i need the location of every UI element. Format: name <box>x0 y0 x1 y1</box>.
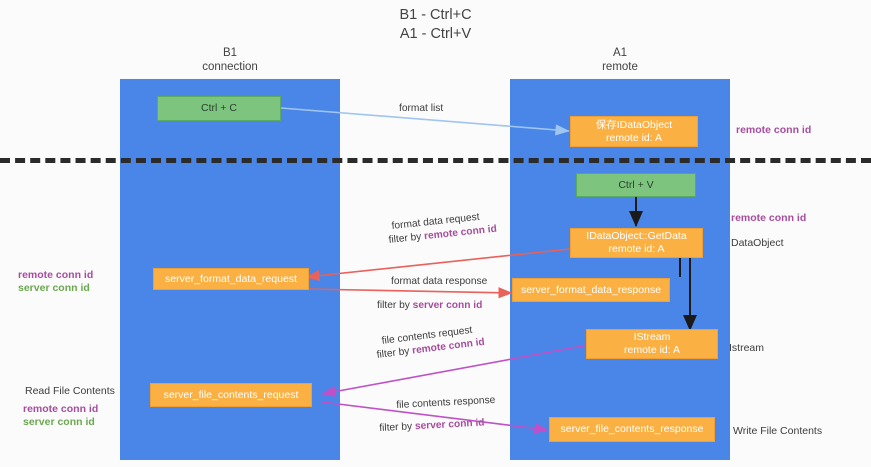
annotation-right-remote-conn-mid: remote conn id <box>731 212 807 224</box>
edge-filter-fcreq-prefix: filter by <box>376 345 413 361</box>
title-line-1: B1 - Ctrl+C <box>399 7 472 23</box>
page-title: B1 - Ctrl+C A1 - Ctrl+V <box>0 6 871 44</box>
node-getdata-line1: IDataObject::GetData <box>586 230 687 242</box>
annotation-left-remote-conn-1: remote conn id <box>18 269 94 281</box>
node-server-file-contents-response[interactable]: server_file_contents_response <box>549 417 715 442</box>
annotation-right-istream: Istream <box>729 342 765 354</box>
node-getdata[interactable]: IDataObject::GetData remote id: A <box>570 228 703 258</box>
node-getdata-line2: remote id: A <box>608 243 665 255</box>
edge-label-format-data-response: format data response <box>391 275 487 288</box>
node-ctrl-c[interactable]: Ctrl + C <box>157 96 281 121</box>
lane-header-a1: A1 remote <box>510 46 730 74</box>
node-save-dataobject-line1: 保存IDataObject <box>595 118 673 131</box>
node-ctrl-v[interactable]: Ctrl + V <box>576 173 696 197</box>
annotation-left-remote-conn-2: remote conn id <box>23 403 99 415</box>
edge-label-file-contents-response: file contents response <box>396 394 496 412</box>
lane-a1-role: remote <box>602 61 638 73</box>
edge-filter-fdreq-prefix: filter by <box>388 231 425 246</box>
node-istream-line2: remote id: A <box>623 344 681 356</box>
edge-filter-fdresp-prefix: filter by <box>377 300 413 311</box>
node-server-format-data-response[interactable]: server_format_data_response <box>512 278 670 302</box>
node-server-file-contents-request[interactable]: server_file_contents_request <box>150 383 312 407</box>
lane-b1-role: connection <box>202 61 258 73</box>
phase-divider <box>0 158 871 163</box>
annotation-right-write-file-contents: Write File Contents <box>733 425 823 437</box>
node-save-dataobject-line2: remote id: A <box>605 131 663 144</box>
node-file-resp-label: server_file_contents_response <box>560 423 704 435</box>
node-server-format-data-request[interactable]: server_format_data_request <box>153 268 309 290</box>
node-save-dataobject[interactable]: 保存IDataObject remote id: A <box>570 116 698 147</box>
edge-label-fdresp-text: format data response <box>391 276 488 287</box>
annotation-left-server-conn-1: server conn id <box>18 282 90 294</box>
node-istream[interactable]: IStream remote id: A <box>586 329 718 359</box>
annotation-left-read-file-contents: Read File Contents <box>25 385 115 397</box>
node-fmt-resp-label: server_format_data_response <box>520 283 662 296</box>
lane-a1-name: A1 <box>612 47 628 59</box>
annotation-right-remote-conn-top: remote conn id <box>736 124 812 136</box>
node-ctrl-v-label: Ctrl + V <box>618 178 654 191</box>
annotation-left-server-conn-2: server conn id <box>23 416 95 428</box>
node-istream-line1: IStream <box>633 331 671 343</box>
edge-filter-fdresp-key: server conn id <box>412 300 483 311</box>
lane-header-b1: B1 connection <box>120 46 340 74</box>
edge-label-format-list: format list <box>399 102 443 115</box>
lane-b1-name: B1 <box>222 47 238 59</box>
edge-filter-format-data-response: filter by server conn id <box>377 299 482 312</box>
title-line-2: A1 - Ctrl+V <box>399 26 472 42</box>
node-ctrl-c-label: Ctrl + C <box>201 102 237 114</box>
edge-label-fcresp-text: file contents response <box>396 394 496 411</box>
edge-filter-fcresp-prefix: filter by <box>379 421 416 434</box>
annotation-right-dataobject: DataObject <box>731 237 784 249</box>
node-fmt-req-label: server_format_data_request <box>165 272 297 285</box>
node-file-req-label: server_file_contents_request <box>163 388 299 401</box>
edge-filter-file-contents-response: filter by server conn id <box>379 416 485 434</box>
edge-label-format-list-text: format list <box>399 103 444 114</box>
edge-filter-fcresp-key: server conn id <box>414 417 485 433</box>
